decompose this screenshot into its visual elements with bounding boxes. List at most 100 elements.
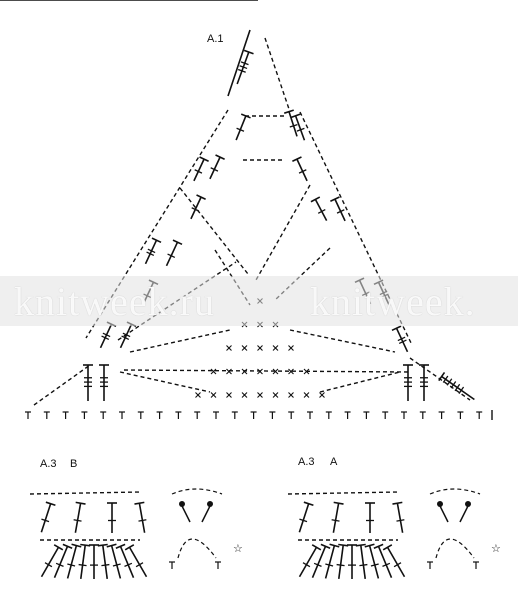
a3a-fan-6-bar [370, 563, 379, 567]
a3b-dc-1 [74, 503, 82, 533]
left-tr-4-bar [147, 248, 156, 254]
a3b-fan-5-bar [101, 563, 110, 567]
left-dc-2 [193, 158, 205, 182]
left-tr-4-top [151, 237, 162, 244]
x-stitch-b [288, 392, 294, 398]
right-dc-1 [288, 111, 298, 137]
apex-treble [236, 51, 250, 85]
watermark-band: knitweek.ru knitweek. [0, 276, 518, 326]
a3b-fan-7 [119, 545, 135, 579]
a3b-dc-3-top [134, 501, 145, 505]
left-tr-6b-bar [122, 332, 131, 338]
a3a-dc-1-top [333, 501, 344, 505]
a3a-star-icon: ☆ [491, 542, 501, 555]
a3a-dot-b [465, 501, 471, 507]
right-dc-3b-top [330, 196, 340, 202]
a3a-dc-3-bar [396, 519, 405, 522]
x-stitch-b [272, 345, 279, 351]
a3b-fan-6 [110, 545, 122, 579]
a3a-fan-6-top [364, 543, 375, 548]
a3a-fan-0-top [311, 544, 322, 551]
a3b-fan-1-bar [55, 562, 64, 567]
right-dc-3-top [310, 196, 321, 203]
a3a-dc-3-top [392, 501, 403, 505]
a3a-fan-1-top [320, 543, 331, 549]
right-dc-1-bar [289, 123, 298, 128]
chain-row-left [119, 371, 211, 393]
left-dc-2-bar [194, 169, 203, 174]
corner-dtr-bar [450, 381, 457, 389]
left-tr-6-bar [102, 332, 111, 338]
a3b-fan-5 [101, 545, 109, 579]
a3a-fan-0 [298, 546, 318, 578]
a3a-dc-0-top [303, 501, 314, 507]
left-tr-4-bar [146, 251, 155, 257]
a3b-fan-3-top [80, 543, 91, 547]
a3a-fan-2-top [329, 543, 340, 548]
left-dc-1-bar [236, 127, 245, 132]
a3b-dc-3 [138, 503, 146, 533]
a3a-dc-0-bar [299, 518, 308, 523]
a3a-fan-5-top [355, 543, 366, 547]
right-dc-2-top [292, 156, 302, 162]
x-stitch-b [226, 345, 232, 351]
a3b-fan-1 [53, 545, 69, 579]
corner-dtr-top [438, 371, 446, 382]
corner-dtr-bar [454, 383, 461, 392]
left-inner-diag-c [214, 249, 251, 306]
a3a-fan-7-bar [382, 562, 391, 567]
apex-treble-bar [239, 65, 248, 70]
x-stitch-b [241, 345, 248, 351]
x-stitch-b [272, 392, 279, 398]
a3a-dc-3 [396, 503, 404, 533]
a3b-fan-8 [128, 546, 148, 578]
x-stitch-b [241, 392, 248, 398]
a3b-star-icon: ☆ [233, 542, 243, 555]
right-dc-1b [294, 115, 306, 141]
outer-left-diag [227, 29, 251, 97]
apex-treble-top [243, 49, 254, 55]
x-stitch-b [210, 392, 217, 398]
right-dc-1b-top [290, 113, 301, 119]
a3a-arc-top [429, 488, 481, 495]
left-tr-6 [99, 323, 113, 349]
x-stitch-b [257, 368, 263, 375]
a3b-fan-2-bar [67, 563, 76, 567]
left-tr-6b-bar [121, 335, 130, 341]
a3b-fan-0-top [53, 544, 64, 551]
a3b-fan-0-bar [44, 562, 53, 568]
left-dc-2-top [199, 156, 209, 162]
watermark-text-right: knitweek. [310, 279, 476, 324]
left-tr-4 [144, 239, 158, 265]
label-a3a-suffix: A [330, 456, 338, 468]
a3b-fan-5-top [97, 543, 108, 547]
a3b-fan-2-top [71, 543, 82, 548]
x-stitch-b [288, 345, 294, 351]
left-dc-2b-top [215, 154, 225, 160]
a3b-fan-0 [40, 546, 60, 578]
a3b-fan-6-bar [112, 563, 121, 567]
right-dc-2-bar [298, 169, 307, 174]
x-stitch-b [195, 392, 201, 398]
a3b-dc-1-top [75, 501, 86, 505]
a3b-dc-0 [40, 503, 52, 533]
a3a-fan-3-bar [336, 563, 345, 567]
a3a-arc-mid [435, 538, 475, 559]
label-a3b-suffix: B [70, 458, 78, 470]
label-a3b-prefix: A.3 [40, 458, 57, 470]
a3b-dc-1-bar [73, 519, 82, 522]
left-dc-3-top [196, 194, 206, 200]
chain-row-2 [129, 329, 231, 353]
a3a-fan-0-bar [302, 562, 311, 568]
x-stitch-b [319, 392, 325, 398]
a3b-fan-1-top [62, 543, 73, 549]
right-dc-3b-bar [336, 209, 345, 214]
a3a-fan-6 [368, 545, 380, 579]
x-stitch-b [226, 368, 232, 375]
right-dc-3b [334, 198, 346, 222]
left-dc-4 [165, 241, 179, 267]
left-dc-4-top [172, 239, 183, 246]
x-stitch-b [226, 392, 232, 398]
a3a-dc-1-bar [331, 519, 340, 522]
a3a-dot-a [437, 501, 443, 507]
